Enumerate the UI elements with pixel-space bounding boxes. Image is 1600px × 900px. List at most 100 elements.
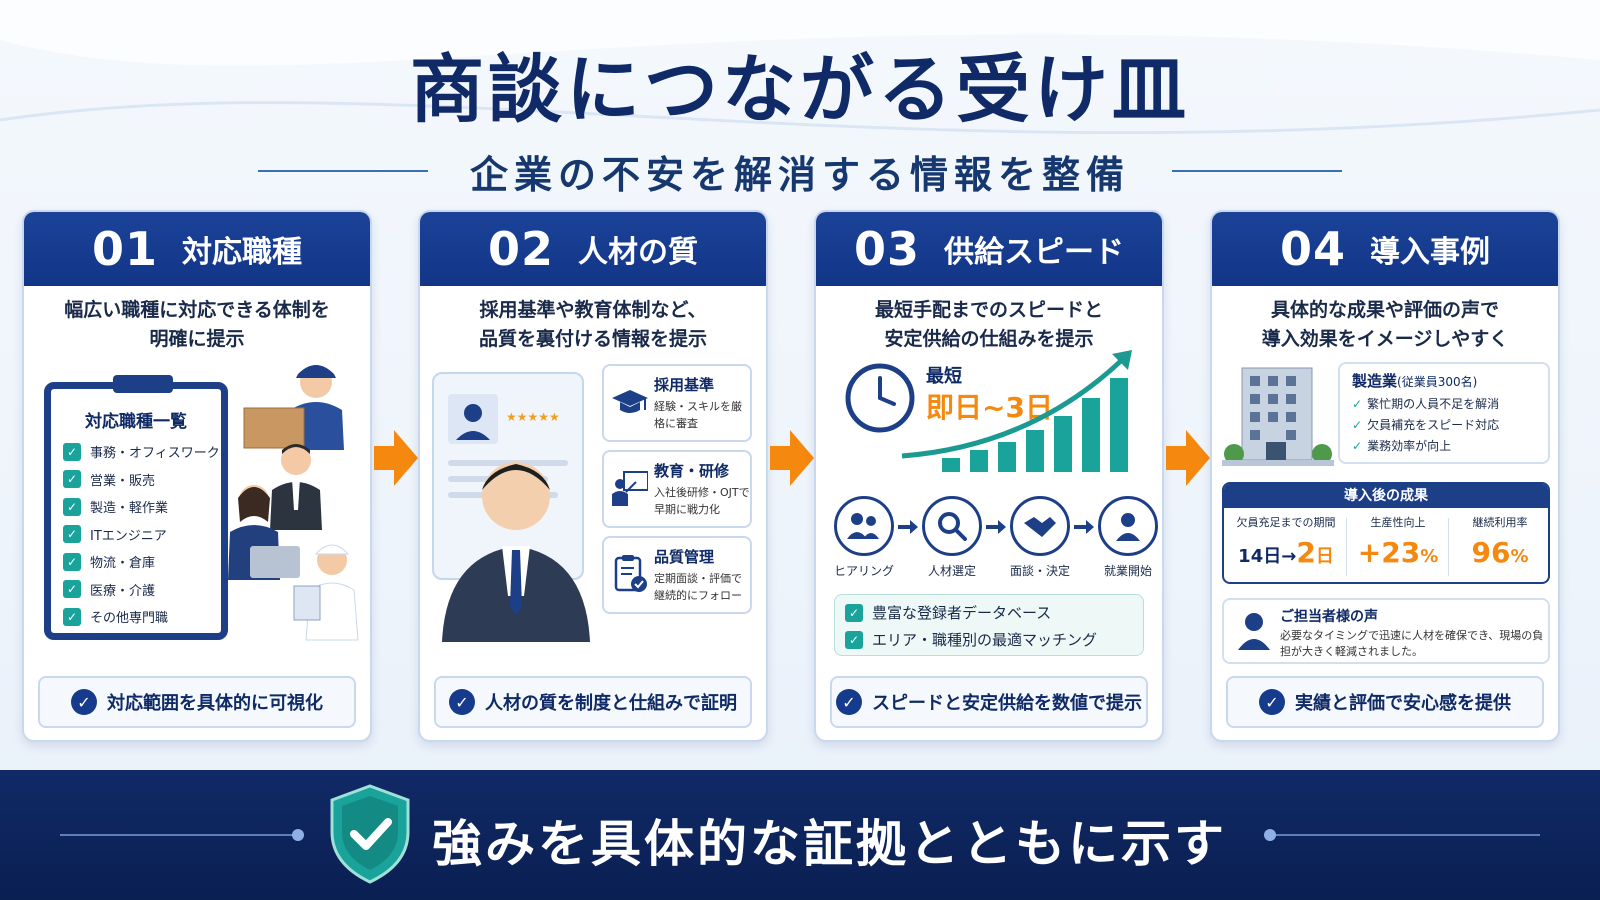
speed-value: 即日~3日 <box>926 391 1053 424</box>
card-number: 01 <box>91 222 158 276</box>
building-icon <box>1222 367 1334 466</box>
card-number: 04 <box>1279 222 1346 276</box>
workers-illustration <box>228 365 359 641</box>
check-circle-icon: ✓ <box>71 689 97 715</box>
clock-icon <box>845 363 915 433</box>
card-header: 03 供給スピード <box>816 212 1162 286</box>
metric-retention: 継続利用率 96% <box>1471 516 1529 569</box>
step-hearing: ヒアリング <box>832 496 896 579</box>
card-case-studies: 04 導入事例 具体的な成果や評価の声で 導入効果をイメージしやすく 製造業(従… <box>1210 210 1560 742</box>
arrow-right-icon <box>770 430 814 486</box>
card-desc-line: 具体的な成果や評価の声で <box>1270 299 1499 321</box>
growth-chart-icon <box>901 350 1132 472</box>
clipboard-clip <box>113 375 173 393</box>
card-body: ★★★★★ 採用基準 経験・スキルを厳格に審査 <box>420 362 766 662</box>
card-desc-line: 幅広い職種に対応できる体制を <box>64 299 330 321</box>
handshake-icon <box>1024 517 1056 537</box>
feature-description: 経験・スキルを厳格に審査 <box>654 400 742 430</box>
job-list-item: ✓ITエンジニア <box>51 521 221 549</box>
case-item: ✓繁忙期の人員不足を解消 <box>1352 397 1500 411</box>
bottom-banner: 強みを具体的な証拠とともに示す <box>0 770 1600 900</box>
step-arrow-icon <box>986 520 1006 534</box>
card-title: 導入事例 <box>1370 235 1490 270</box>
voice-title: ご担当者様の声 <box>1280 609 1378 625</box>
step-label: 就業開始 <box>1103 564 1152 578</box>
feature-title: 教育・研修 <box>654 462 730 480</box>
shield-check-icon <box>330 784 410 884</box>
feature-description: 定期面談・評価で継続的にフォロー <box>654 572 742 602</box>
clipboard-check-icon <box>614 555 647 592</box>
db-item: ✓豊富な登録者データベース <box>845 599 1133 626</box>
card-desc-line: 採用基準や教育体制など、 <box>479 299 707 321</box>
subtitle-line-right <box>1172 170 1342 172</box>
card-desc-line: 品質を裏付ける情報を提示 <box>478 328 707 350</box>
people-icon <box>847 513 879 539</box>
checkbox-icon: ✓ <box>63 525 81 544</box>
job-list-item: ✓物流・倉庫 <box>51 548 221 576</box>
step-start-work: 就業開始 <box>1096 496 1160 579</box>
card-footer: ✓ スピードと安定供給を数値で提示 <box>830 676 1148 728</box>
person-icon <box>1116 513 1140 541</box>
card-footer: ✓ 対応範囲を具体的に可視化 <box>38 676 356 728</box>
results-title: 導入後の成果 <box>1224 484 1548 508</box>
feature-training: 教育・研修 入社後研修・OJTで早期に戦力化 <box>602 450 752 528</box>
card-description: 幅広い職種に対応できる体制を 明確に提示 <box>24 296 370 354</box>
job-list-title: 対応職種一覧 <box>85 412 187 432</box>
businessman-illustration <box>442 462 590 642</box>
step-arrow-icon <box>898 520 918 534</box>
checkbox-icon: ✓ <box>845 603 863 622</box>
card-number: 02 <box>487 222 554 276</box>
results-box: 導入後の成果 欠員充足までの期間 14日→2日 生産性向上 +23% 継続利用率… <box>1222 482 1550 584</box>
checkbox-icon: ✓ <box>63 580 81 599</box>
card-header: 04 導入事例 <box>1212 212 1558 286</box>
feature-hiring-criteria: 採用基準 経験・スキルを厳格に審査 <box>602 364 752 442</box>
job-list-clipboard: 対応職種一覧 ✓事務・オフィスワーク ✓営業・販売 ✓製造・軽作業 ✓ITエンジ… <box>44 375 228 640</box>
metric-fill-period: 欠員充足までの期間 14日→2日 <box>1236 516 1336 569</box>
db-item: ✓エリア・職種別の最適マッチング <box>845 626 1133 653</box>
customer-voice-box: ご担当者様の声 必要なタイミングで迅速に人材を確保でき、現場の負担が大きく軽減さ… <box>1222 598 1550 664</box>
check-icon: ✓ <box>1352 439 1363 453</box>
card-number: 03 <box>853 222 920 276</box>
arrow-right-icon <box>1166 430 1210 486</box>
step-arrow-icon <box>1074 520 1094 534</box>
job-list-item: ✓その他専門職 <box>51 603 221 631</box>
card-desc-line: 安定供給の仕組みを提示 <box>884 328 1094 350</box>
case-item: ✓欠員補充をスピード対応 <box>1352 418 1500 432</box>
card-desc-line: 導入効果をイメージしやすく <box>1261 328 1509 350</box>
job-list-item: ✓事務・オフィスワーク <box>51 438 221 466</box>
card-talent-quality: 02 人材の質 採用基準や教育体制など、 品質を裏付ける情報を提示 ★★★★★ <box>418 210 768 742</box>
graduation-cap-icon <box>612 390 648 413</box>
training-icon <box>612 471 648 506</box>
card-description: 最短手配までのスピードと 安定供給の仕組みを提示 <box>816 296 1162 354</box>
step-label: ヒアリング <box>833 564 894 578</box>
card-footer: ✓ 人材の質を制度と仕組みで証明 <box>434 676 752 728</box>
check-circle-icon: ✓ <box>836 689 862 715</box>
card-supply-speed: 03 供給スピード 最短手配までのスピードと 安定供給の仕組みを提示 最短 即日… <box>814 210 1164 742</box>
magnifier-icon <box>938 512 967 541</box>
check-circle-icon: ✓ <box>449 689 475 715</box>
card-description: 具体的な成果や評価の声で 導入効果をイメージしやすく <box>1212 296 1558 354</box>
card-header: 01 対応職種 <box>24 212 370 286</box>
checkbox-icon: ✓ <box>845 630 863 649</box>
card-description: 採用基準や教育体制など、 品質を裏付ける情報を提示 <box>420 296 766 354</box>
metric-productivity: 生産性向上 +23% <box>1357 516 1439 569</box>
card-title: 人材の質 <box>578 235 698 270</box>
checkbox-icon: ✓ <box>63 497 81 516</box>
card-header: 02 人材の質 <box>420 212 766 286</box>
subtitle-line-left <box>257 170 428 172</box>
job-list-item: ✓製造・軽作業 <box>51 493 221 521</box>
step-selection: 人材選定 <box>920 496 984 579</box>
job-list-item: ✓営業・販売 <box>51 466 221 494</box>
card-desc-line: 明確に提示 <box>149 328 245 350</box>
feature-title: 品質管理 <box>654 548 715 566</box>
star-rating-icon: ★★★★★ <box>506 410 560 424</box>
page-subtitle: 企業の不安を解消する情報を整備 <box>469 152 1130 197</box>
checkbox-icon: ✓ <box>63 552 81 571</box>
step-label: 面談・決定 <box>1009 564 1070 578</box>
card-body: 対応職種一覧 ✓事務・オフィスワーク ✓営業・販売 ✓製造・軽作業 ✓ITエンジ… <box>24 362 370 662</box>
feature-title: 採用基準 <box>654 376 715 394</box>
step-label: 人材選定 <box>927 564 976 578</box>
card-title: 対応職種 <box>182 235 302 270</box>
subtitle-row: 企業の不安を解消する情報を整備 <box>0 143 1600 199</box>
card-body: 最短 即日~3日 ヒアリング <box>816 350 1162 662</box>
